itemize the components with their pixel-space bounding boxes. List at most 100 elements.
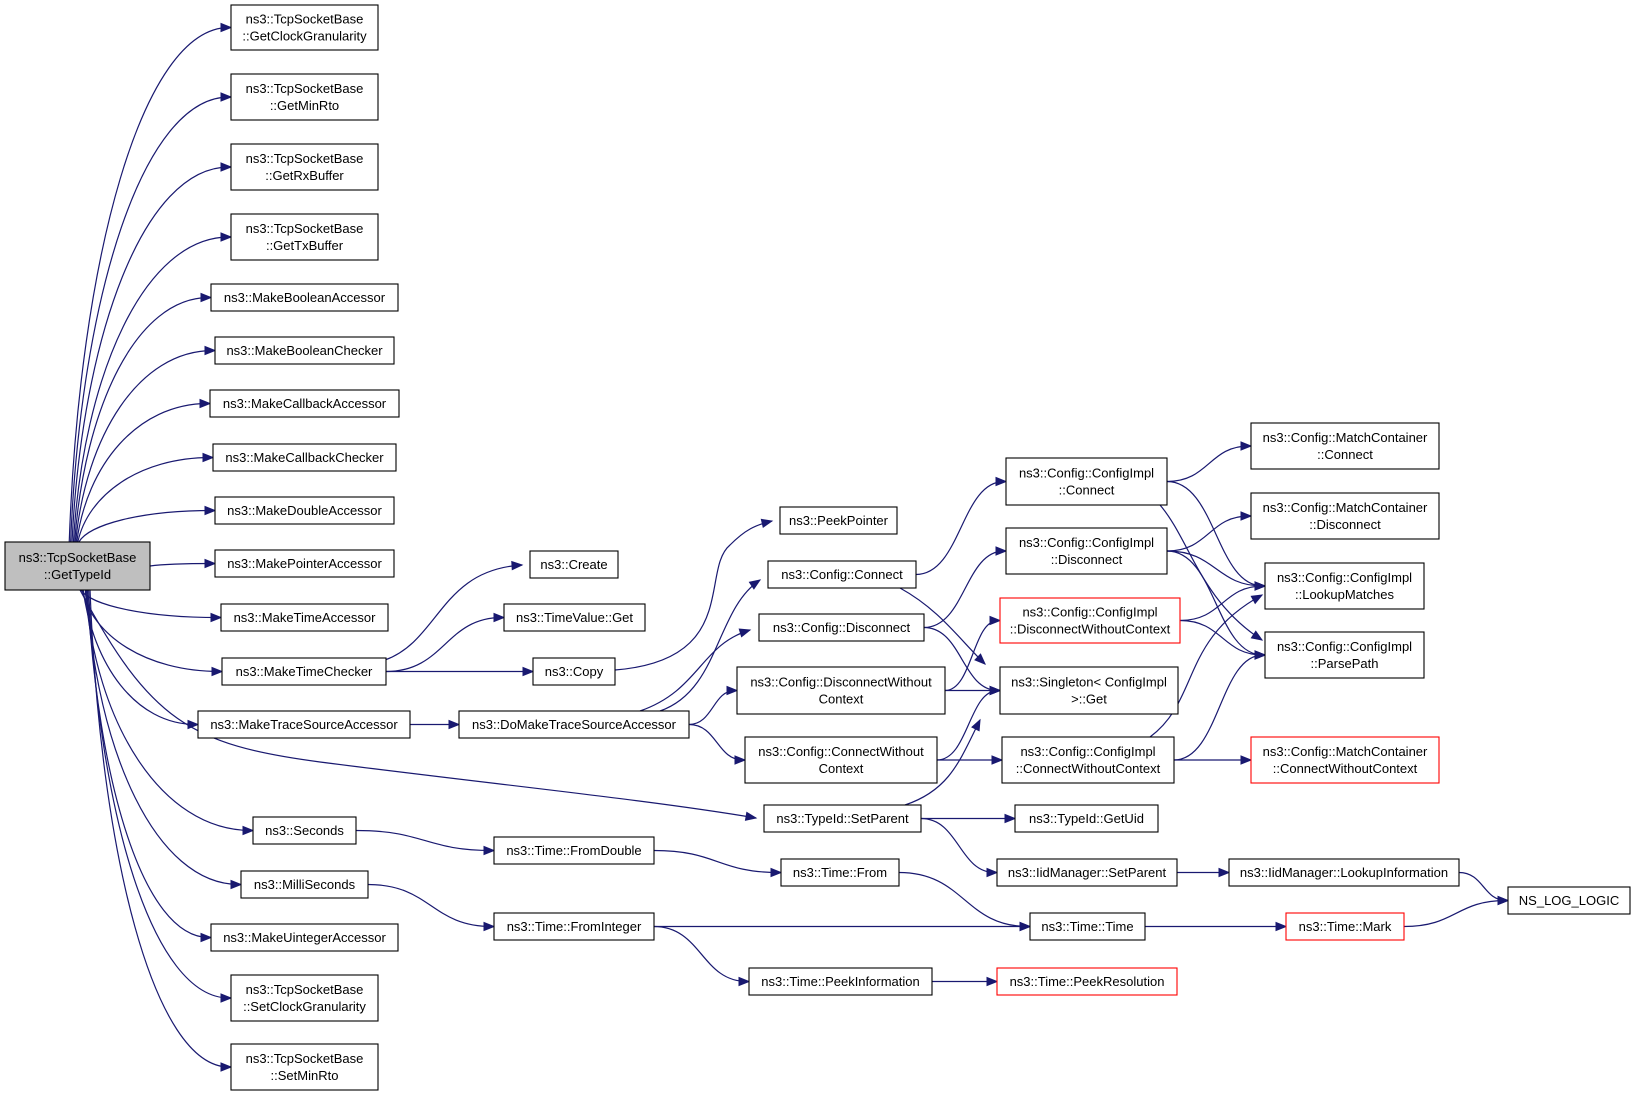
call-edge xyxy=(74,292,213,543)
node-match-connect[interactable]: ns3::Config::MatchContainer::Connect xyxy=(1250,422,1440,470)
node-get-tx-buffer[interactable]: ns3::TcpSocketBase::GetTxBuffer xyxy=(230,213,379,261)
node-label: ns3::DoMakeTraceSourceAccessor xyxy=(472,717,677,732)
node-set-clock-granularity[interactable]: ns3::TcpSocketBase::SetClockGranularity xyxy=(230,974,379,1022)
node-create[interactable]: ns3::Create xyxy=(529,550,619,579)
node-time-from-double[interactable]: ns3::Time::FromDouble xyxy=(493,836,655,865)
node-milli-seconds[interactable]: ns3::MilliSeconds xyxy=(240,870,369,899)
node-root[interactable]: ns3::TcpSocketBase::GetTypeId xyxy=(4,541,151,591)
call-edge xyxy=(77,452,215,543)
node-get-rx-buffer[interactable]: ns3::TcpSocketBase::GetRxBuffer xyxy=(230,143,379,191)
node-make-time-checker[interactable]: ns3::MakeTimeChecker xyxy=(221,657,387,686)
node-type-id-set-parent[interactable]: ns3::TypeId::SetParent xyxy=(763,804,922,833)
call-edge xyxy=(915,476,1008,576)
node-get-clock-granularity[interactable]: ns3::TcpSocketBase::GetClockGranularity xyxy=(230,4,379,51)
node-iid-set-parent[interactable]: ns3::IidManager::SetParent xyxy=(996,858,1178,887)
node-label: ns3::Config::Connect xyxy=(781,567,903,582)
node-copy[interactable]: ns3::Copy xyxy=(532,657,616,686)
node-label: ns3::Config::Disconnect xyxy=(773,620,911,635)
node-iid-lookup-information[interactable]: ns3::IidManager::LookupInformation xyxy=(1228,858,1460,887)
node-label: ::GetRxBuffer xyxy=(265,168,344,183)
node-label: ns3::Time::FromInteger xyxy=(507,919,642,934)
call-edge xyxy=(80,589,223,623)
node-ns-log-logic[interactable]: NS_LOG_LOGIC xyxy=(1507,886,1631,915)
node-make-trace-source-accessor[interactable]: ns3::MakeTraceSourceAccessor xyxy=(197,710,411,739)
node-label: ::Connect xyxy=(1059,483,1115,498)
node-impl-disconnect-without-context[interactable]: ns3::Config::ConfigImpl::DisconnectWitho… xyxy=(999,597,1181,644)
call-edge xyxy=(71,162,233,543)
node-time-time[interactable]: ns3::Time::Time xyxy=(1029,912,1146,941)
node-label: ns3::IidManager::SetParent xyxy=(1008,865,1167,880)
node-label: ns3::Singleton< ConfigImpl xyxy=(1011,675,1167,690)
node-label: ns3::TimeValue::Get xyxy=(516,610,633,625)
node-make-boolean-checker[interactable]: ns3::MakeBooleanChecker xyxy=(214,336,395,365)
node-time-from[interactable]: ns3::Time::From xyxy=(780,858,900,887)
node-time-peek-resolution[interactable]: ns3::Time::PeekResolution xyxy=(996,967,1178,996)
call-edge xyxy=(367,883,496,932)
node-make-double-accessor[interactable]: ns3::MakeDoubleAccessor xyxy=(214,496,395,525)
node-match-disconnect[interactable]: ns3::Config::MatchContainer::Disconnect xyxy=(1250,492,1440,540)
node-impl-connect-without-context[interactable]: ns3::Config::ConfigImpl::ConnectWithoutC… xyxy=(1001,736,1175,784)
call-edge xyxy=(659,579,762,712)
node-config-connect-without-context[interactable]: ns3::Config::ConnectWithoutContext xyxy=(744,736,938,784)
call-edge xyxy=(1166,441,1253,483)
node-label: Context xyxy=(819,692,864,707)
node-match-connect-without-context[interactable]: ns3::Config::MatchContainer::ConnectWith… xyxy=(1250,736,1440,784)
call-edge xyxy=(688,685,739,726)
call-edge xyxy=(921,813,1017,824)
call-edge xyxy=(936,685,1002,761)
call-edge xyxy=(78,505,217,543)
call-edge xyxy=(904,718,981,806)
node-make-callback-accessor[interactable]: ns3::MakeCallbackAccessor xyxy=(209,389,400,418)
call-edges xyxy=(68,22,1510,1072)
node-label: ns3::TypeId::GetUid xyxy=(1029,811,1144,826)
node-parse-path[interactable]: ns3::Config::ConfigImpl::ParsePath xyxy=(1264,631,1425,679)
node-label: ns3::TcpSocketBase xyxy=(246,982,364,997)
node-label: ::ConnectWithoutContext xyxy=(1273,761,1418,776)
node-label: ns3::MakeCallbackChecker xyxy=(225,450,384,465)
node-make-callback-checker[interactable]: ns3::MakeCallbackChecker xyxy=(212,443,397,472)
node-config-disconnect-without-context[interactable]: ns3::Config::DisconnectWithoutContext xyxy=(736,666,946,715)
node-make-time-accessor[interactable]: ns3::MakeTimeAccessor xyxy=(220,603,389,632)
node-config-connect[interactable]: ns3::Config::Connect xyxy=(767,560,917,589)
node-impl-connect[interactable]: ns3::Config::ConfigImpl::Connect xyxy=(1005,457,1168,506)
call-edge xyxy=(1149,594,1264,738)
call-edge xyxy=(920,817,999,878)
node-label: ns3::Time::Time xyxy=(1041,919,1133,934)
node-label: ns3::PeekPointer xyxy=(789,513,889,528)
node-make-boolean-accessor[interactable]: ns3::MakeBooleanAccessor xyxy=(210,283,399,312)
node-get-min-rto[interactable]: ns3::TcpSocketBase::GetMinRto xyxy=(230,73,379,121)
node-seconds[interactable]: ns3::Seconds xyxy=(252,816,357,845)
call-edge xyxy=(654,921,1032,932)
call-edge xyxy=(899,587,986,665)
call-edge xyxy=(79,589,758,821)
call-edge xyxy=(68,22,233,543)
node-lookup-matches[interactable]: ns3::Config::ConfigImpl::LookupMatches xyxy=(1264,562,1425,610)
node-peek-pointer[interactable]: ns3::PeekPointer xyxy=(779,506,898,535)
call-edge xyxy=(1166,550,1267,591)
node-type-id-get-uid[interactable]: ns3::TypeId::GetUid xyxy=(1014,804,1159,833)
node-time-from-integer[interactable]: ns3::Time::FromInteger xyxy=(493,912,655,941)
node-singleton-get[interactable]: ns3::Singleton< ConfigImpl>::Get xyxy=(999,666,1179,715)
node-time-value-get[interactable]: ns3::TimeValue::Get xyxy=(503,603,646,632)
node-impl-disconnect[interactable]: ns3::Config::ConfigImpl::Disconnect xyxy=(1005,527,1168,575)
node-do-make-trace-source-accessor[interactable]: ns3::DoMakeTraceSourceAccessor xyxy=(458,710,690,739)
call-edge xyxy=(149,558,217,569)
node-make-uinteger-accessor[interactable]: ns3::MakeUintegerAccessor xyxy=(210,923,399,952)
node-label: ns3::TcpSocketBase xyxy=(246,151,364,166)
node-label: ns3::Config::ConfigImpl xyxy=(1020,744,1155,759)
call-edge xyxy=(86,589,213,943)
node-label: ::Connect xyxy=(1317,447,1373,462)
node-label: ::LookupMatches xyxy=(1295,587,1395,602)
call-edge xyxy=(89,589,233,1072)
node-set-min-rto[interactable]: ns3::TcpSocketBase::SetMinRto xyxy=(230,1043,379,1091)
node-time-peek-information[interactable]: ns3::Time::PeekInformation xyxy=(748,967,933,996)
call-edge xyxy=(1166,550,1267,660)
node-config-disconnect[interactable]: ns3::Config::Disconnect xyxy=(758,613,925,642)
node-label: ::Disconnect xyxy=(1309,517,1381,532)
node-label: ::GetClockGranularity xyxy=(242,29,367,44)
node-make-pointer-accessor[interactable]: ns3::MakePointerAccessor xyxy=(214,549,395,578)
node-label: ns3::Config::MatchContainer xyxy=(1263,430,1428,445)
node-time-mark[interactable]: ns3::Time::Mark xyxy=(1285,912,1405,941)
call-edge xyxy=(1403,895,1510,928)
